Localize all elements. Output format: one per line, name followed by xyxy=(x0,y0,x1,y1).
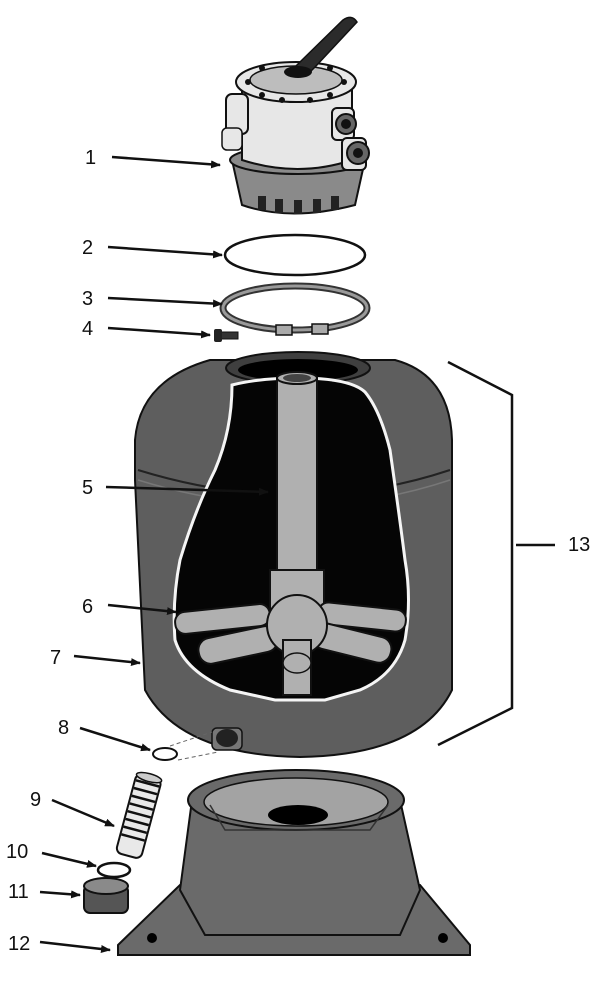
arrow-10 xyxy=(41,851,97,868)
valve-handle xyxy=(288,16,358,77)
arrow-7 xyxy=(73,654,141,667)
drain-o-ring xyxy=(152,747,178,761)
drain-tube xyxy=(115,771,163,859)
callout-12: 12 xyxy=(8,933,30,955)
valve-base-vents xyxy=(258,196,339,214)
valve-port-right-upper xyxy=(331,107,357,141)
drain-alignment-guide xyxy=(169,731,219,761)
clamp-ring xyxy=(219,282,371,336)
callout-labels: 1 2 3 4 5 6 7 8 9 10 11 12 13 xyxy=(6,147,590,955)
arrow-5 xyxy=(105,485,269,496)
drain-port xyxy=(211,727,243,751)
arrow-8 xyxy=(79,726,151,752)
filter-base xyxy=(117,769,471,956)
arrow-12 xyxy=(39,940,111,953)
callout-2: 2 xyxy=(82,237,93,259)
standpipe xyxy=(269,371,325,611)
valve-cover-bolts xyxy=(245,65,347,103)
arrow-1 xyxy=(111,155,221,169)
tank-assembly-bracket xyxy=(437,360,514,747)
drain-cap-o-ring xyxy=(96,861,132,879)
callout-6: 6 xyxy=(82,596,93,618)
callout-3: 3 xyxy=(82,288,93,310)
callout-4: 4 xyxy=(82,318,93,340)
callout-13: 13 xyxy=(568,534,590,556)
valve-port-right-lower xyxy=(341,137,370,171)
callout-5: 5 xyxy=(82,477,93,499)
arrow-2 xyxy=(107,245,223,259)
callout-8: 8 xyxy=(58,717,69,739)
callout-7: 7 xyxy=(50,647,61,669)
base-center-hole xyxy=(268,805,328,825)
callout-11: 11 xyxy=(8,881,29,903)
callout-10: 10 xyxy=(6,841,28,863)
arrow-9 xyxy=(51,798,115,828)
o-ring xyxy=(223,233,367,277)
arrow-4 xyxy=(107,326,211,339)
arrow-6 xyxy=(107,603,177,616)
callout-1: 1 xyxy=(85,147,96,169)
base-bolt-hole-left xyxy=(147,933,157,943)
base-inner-wall xyxy=(209,804,389,831)
leader-arrows xyxy=(39,155,555,953)
multiport-valve xyxy=(221,16,370,215)
arrow-11 xyxy=(39,890,81,899)
standpipe-tube xyxy=(276,377,318,579)
arrow-3 xyxy=(107,296,223,308)
drain-cap xyxy=(83,877,129,914)
valve-port-small xyxy=(221,127,243,151)
base-cavity xyxy=(203,777,389,827)
clamp-screw xyxy=(214,329,239,342)
base-bolt-hole-right xyxy=(438,933,448,943)
lateral-assembly xyxy=(174,594,407,696)
callout-9: 9 xyxy=(30,789,41,811)
